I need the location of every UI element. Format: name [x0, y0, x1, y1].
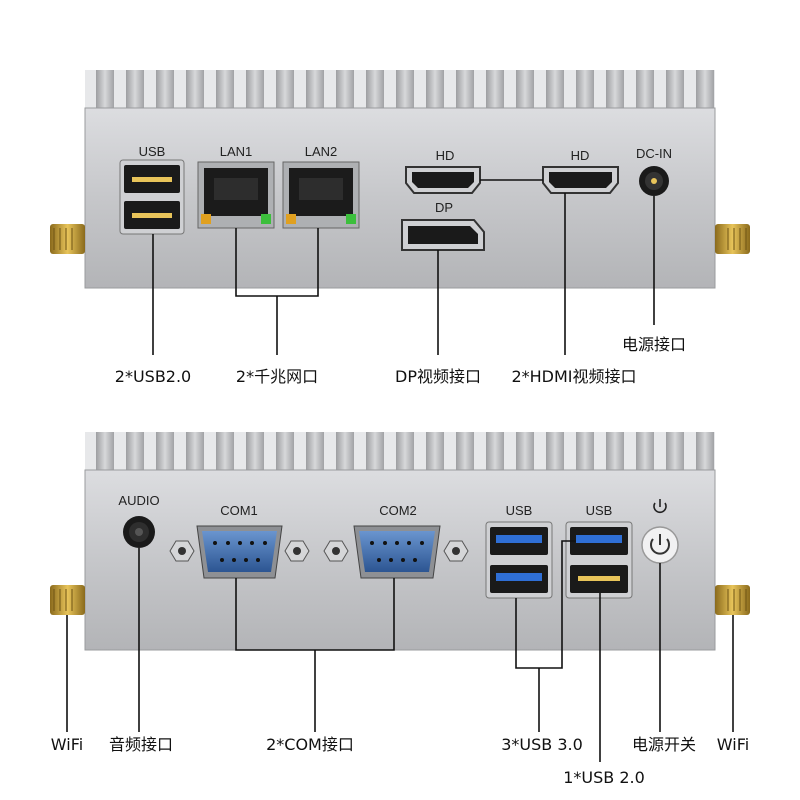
- dp-label: DP: [435, 200, 453, 215]
- chassis-front: [84, 107, 716, 289]
- com2-port: [323, 525, 469, 579]
- hdmi-callout: 2*HDMI视频接口: [511, 367, 636, 386]
- wifi-left-callout: WiFi: [51, 735, 83, 754]
- power-icon: [653, 499, 667, 514]
- lan2-label: LAN2: [305, 144, 338, 159]
- usb2-callout-bottom: 1*USB 2.0: [563, 768, 645, 787]
- audio-label: AUDIO: [118, 493, 159, 508]
- com1-port: [169, 525, 310, 579]
- usb2-stack: [119, 159, 185, 235]
- dp-callout: DP视频接口: [395, 367, 481, 386]
- usb3-callout: 3*USB 3.0: [501, 735, 583, 754]
- dc-in-label: DC-IN: [636, 146, 672, 161]
- usb-label-left: USB: [506, 503, 533, 518]
- lan1-label: LAN1: [220, 144, 253, 159]
- usb2-callout: 2*USB2.0: [115, 367, 191, 386]
- lan1-port: [197, 161, 275, 229]
- usb3-stack: [485, 521, 553, 599]
- hd2-label: HD: [571, 148, 590, 163]
- usb-label: USB: [139, 144, 166, 159]
- antenna-icon: [715, 224, 750, 254]
- dc-in-port: [639, 166, 669, 196]
- power-button: [641, 526, 679, 564]
- power-switch-callout: 电源开关: [632, 735, 696, 754]
- audio-callout: 音频接口: [109, 735, 173, 754]
- heatsink-fins: [85, 70, 715, 110]
- com-callout: 2*COM接口: [266, 735, 354, 754]
- bottom-device: [50, 432, 750, 651]
- com1-label: COM1: [220, 503, 258, 518]
- usb-label-right: USB: [586, 503, 613, 518]
- com2-label: COM2: [379, 503, 417, 518]
- antenna-icon: [715, 585, 750, 615]
- lan2-port: [282, 161, 360, 229]
- usb-mixed-stack: [565, 521, 633, 599]
- hd1-label: HD: [436, 148, 455, 163]
- top-device: [50, 70, 750, 289]
- power-callout: 电源接口: [622, 335, 686, 354]
- audio-jack: [123, 516, 155, 548]
- wifi-right-callout: WiFi: [717, 735, 749, 754]
- lan-callout: 2*千兆网口: [236, 367, 318, 386]
- antenna-icon: [50, 224, 85, 254]
- heatsink-fins: [85, 432, 715, 472]
- antenna-icon: [50, 585, 85, 615]
